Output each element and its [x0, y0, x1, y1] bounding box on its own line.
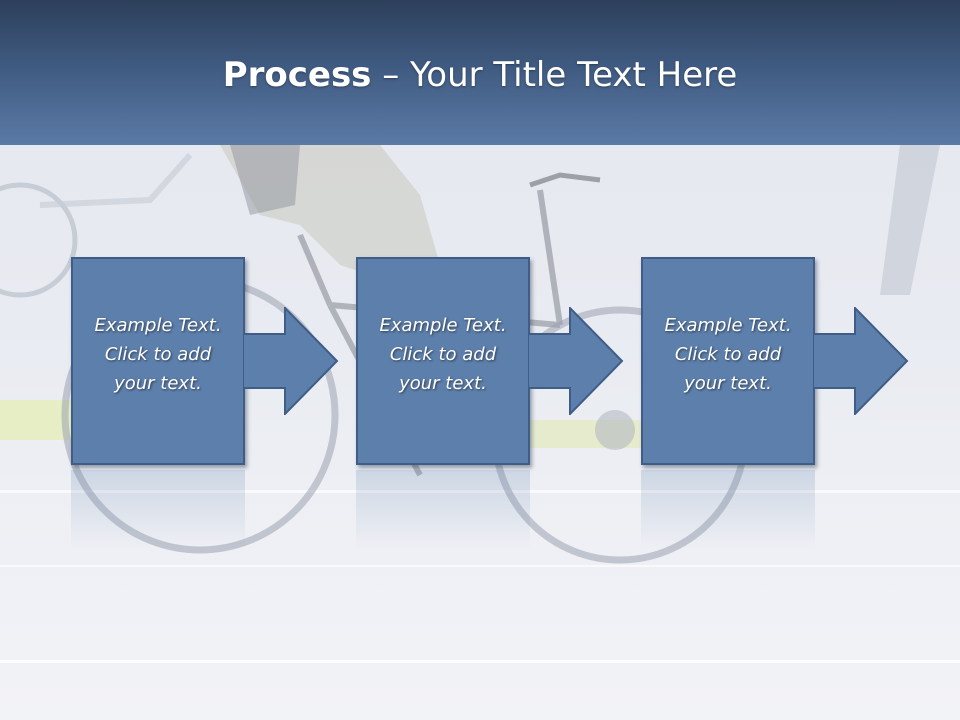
- bicycle-scene-illustration: [0, 145, 960, 663]
- process-step-3-reflection: [641, 470, 815, 550]
- title-band: Process – Your Title Text Here: [0, 0, 960, 145]
- process-arrow-3-icon: [813, 307, 909, 415]
- process-arrow-1-icon: [243, 307, 339, 415]
- process-step-1-box[interactable]: Example Text. Click to add your text.: [71, 257, 245, 465]
- process-step-2-box[interactable]: Example Text. Click to add your text.: [356, 257, 530, 465]
- process-arrow-2-icon: [528, 307, 624, 415]
- process-step-3-text: Example Text. Click to add your text.: [664, 315, 792, 394]
- slide-title[interactable]: Process – Your Title Text Here: [0, 50, 960, 100]
- process-step-3-box[interactable]: Example Text. Click to add your text.: [641, 257, 815, 465]
- slide-title-bold: Process: [222, 55, 372, 95]
- process-step-1-text: Example Text. Click to add your text.: [94, 315, 222, 394]
- process-step-2-text: Example Text. Click to add your text.: [379, 315, 507, 394]
- process-step-1-reflection: [71, 470, 245, 550]
- process-step-2-reflection: [356, 470, 530, 550]
- slide-title-rest: – Your Title Text Here: [371, 55, 738, 95]
